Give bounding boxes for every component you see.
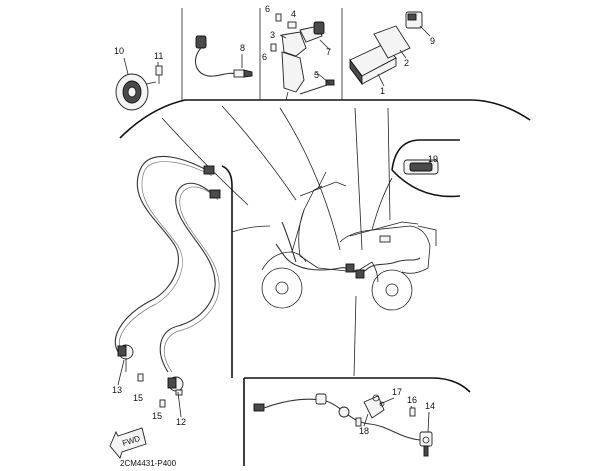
license-light-part [391,139,461,198]
bottom-panel-outline [244,377,471,393]
callout-2: 2 [404,58,409,68]
leader-bottom [353,295,357,377]
leader-abs [231,225,271,233]
ecu-cover-part [373,25,411,59]
sensor-bolts-bottom [355,407,416,427]
harness-connector [345,263,355,273]
temperature-sensor-part [194,35,253,78]
coil-bolts-part [270,13,297,52]
rear-sensor-assembly-part [253,393,433,457]
horn-part [115,73,157,111]
callout-7: 7 [326,47,331,57]
relay-part [405,11,423,29]
callout-15b: 15 [152,411,162,421]
leader-horn [161,117,249,206]
callout-9: 9 [430,36,435,46]
callout-6b: 6 [262,52,267,62]
callout-18: 18 [359,426,369,436]
rear-wheel-sensor-lead [159,182,221,392]
front-wheel-sensor-lead [114,155,215,360]
callout-leaders [117,25,431,433]
callout-15a: 15 [133,393,143,403]
leader-sensor [221,105,297,201]
callout-17: 17 [392,387,402,397]
callout-16: 16 [407,395,417,405]
callout-10: 10 [114,46,124,56]
top-panel-outline [119,99,531,139]
harness-branch-front [281,221,297,263]
horn-bolt-part [155,65,163,84]
drawing-code: 2CM4431-P400 [120,459,177,468]
leader-relay [387,107,391,221]
leader-ecu [354,107,363,251]
callout-12: 12 [176,417,186,427]
harness-connector-2 [355,269,365,279]
callout-1: 1 [380,86,385,96]
sensor-bolts-left [125,358,183,408]
callout-19: 19 [428,154,438,164]
callout-13: 13 [112,385,122,395]
callout-6a: 6 [265,4,270,14]
scooter-outline [261,171,437,311]
ignition-coil-part [281,21,325,101]
spark-plug-lead-part [299,79,335,95]
leader-coil [279,107,341,251]
forward-direction-arrow: FWD [109,427,147,459]
callout-3: 3 [270,30,275,40]
leader-light [371,177,393,231]
left-panel-outline [221,165,233,378]
callout-4: 4 [291,9,296,19]
callout-14: 14 [425,401,435,411]
callout-5: 5 [314,70,319,80]
callout-11: 11 [154,51,163,61]
callout-8: 8 [240,43,245,53]
